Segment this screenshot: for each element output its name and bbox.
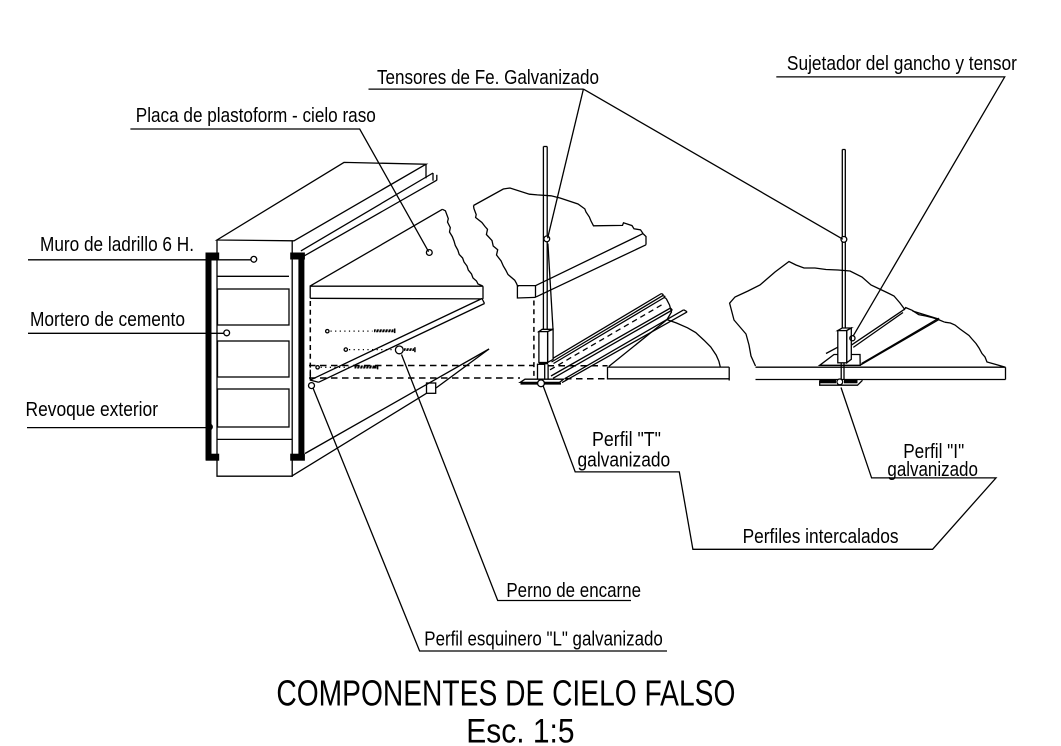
svg-text:galvanizado: galvanizado	[578, 449, 671, 471]
svg-text:Perfil "T": Perfil "T"	[592, 429, 661, 451]
svg-text:Perfil "I": Perfil "I"	[903, 441, 964, 463]
svg-text:COMPONENTES DE CIELO FALSO: COMPONENTES DE CIELO FALSO	[276, 673, 735, 714]
svg-text:Perfiles intercalados: Perfiles intercalados	[743, 526, 899, 548]
svg-text:Sujetador del gancho y tensor: Sujetador del gancho y tensor	[787, 53, 1017, 75]
svg-text:Placa de plastoform - cielo ra: Placa de plastoform - cielo raso	[136, 105, 376, 127]
svg-text:Tensores de Fe. Galvanizado: Tensores de Fe. Galvanizado	[377, 67, 599, 89]
svg-text:Esc. 1:5: Esc. 1:5	[466, 713, 574, 746]
svg-text:Muro de ladrillo 6 H.: Muro de ladrillo 6 H.	[40, 234, 194, 256]
svg-text:Revoque exterior: Revoque exterior	[26, 399, 159, 421]
svg-text:Perfil esquinero "L" galvaniza: Perfil esquinero "L" galvanizado	[424, 629, 663, 651]
svg-text:Mortero de cemento: Mortero de cemento	[30, 309, 185, 331]
svg-text:galvanizado: galvanizado	[887, 459, 978, 481]
svg-text:Perno de encarne: Perno de encarne	[506, 580, 641, 602]
